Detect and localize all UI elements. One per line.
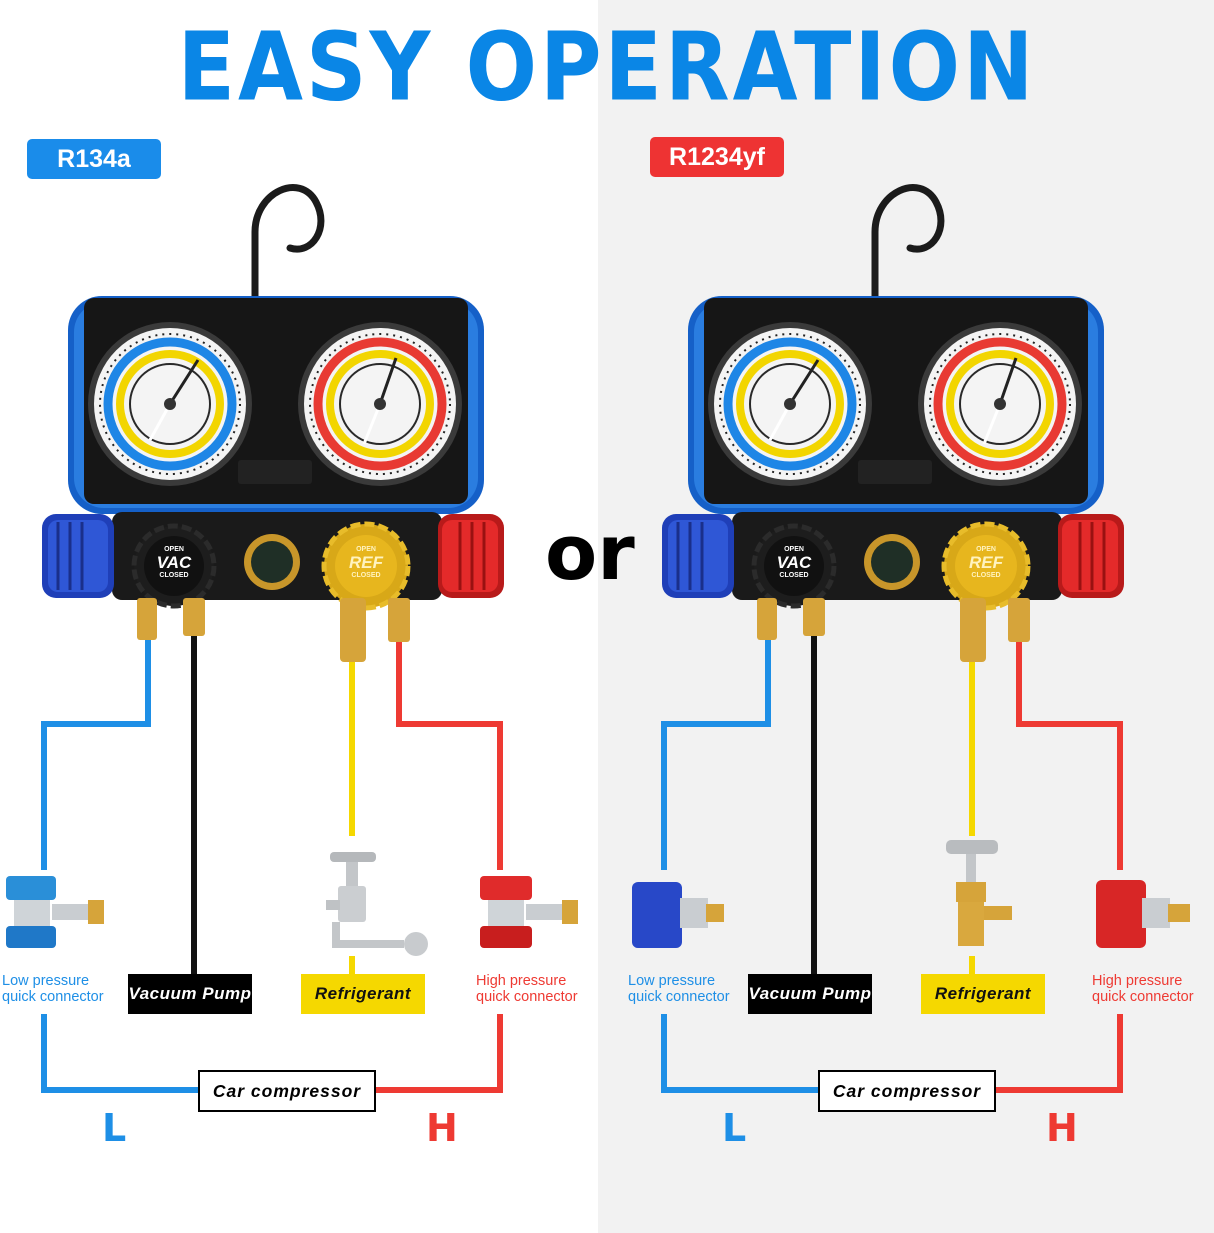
manifold-gauge-left (42, 188, 504, 1090)
vac-knob-right: OPEN VAC CLOSED (764, 546, 824, 579)
refrigerant-tag-left: R134a (27, 139, 161, 179)
refrigerant-valve-left-icon (326, 852, 428, 956)
label-line: High pressure (1092, 973, 1183, 989)
vac-closed-label: CLOSED (159, 572, 189, 579)
low-pressure-label-right: Low pressure quick connector (628, 973, 730, 1005)
label-line: quick connector (1092, 989, 1194, 1005)
high-pressure-connector-right-icon (1096, 880, 1190, 948)
high-side-label-right: H (1046, 1106, 1078, 1150)
label-line: Low pressure (628, 973, 716, 989)
manifold-gauge-right (662, 188, 1124, 1090)
page-title: EASY OPERATION (177, 12, 1037, 122)
or-connector-text: or (545, 508, 635, 597)
refrigerant-label-right: Refrigerant (921, 974, 1045, 1014)
vac-closed-label: CLOSED (779, 572, 809, 579)
ref-label: REF (349, 553, 383, 572)
car-compressor-label-left: Car compressor (198, 1070, 376, 1112)
ref-label: REF (969, 553, 1003, 572)
label-line: Low pressure (2, 973, 90, 989)
vacuum-pump-label-left: Vacuum Pump (128, 974, 252, 1014)
ref-closed-label: CLOSED (971, 572, 1001, 579)
refrigerant-label-left: Refrigerant (301, 974, 425, 1014)
vac-open-label: OPEN (164, 546, 184, 553)
ref-open-label: OPEN (356, 546, 376, 553)
vac-open-label: OPEN (784, 546, 804, 553)
high-pressure-label-left: High pressure quick connector (476, 973, 578, 1005)
right-panel-background (598, 0, 1214, 1233)
label-line: quick connector (628, 989, 730, 1005)
car-compressor-label-right: Car compressor (818, 1070, 996, 1112)
low-pressure-label-left: Low pressure quick connector (2, 973, 104, 1005)
ref-knob-right: OPEN REF CLOSED (956, 546, 1016, 579)
label-line: High pressure (476, 973, 567, 989)
ref-open-label: OPEN (976, 546, 996, 553)
ref-closed-label: CLOSED (351, 572, 381, 579)
vacuum-pump-label-right: Vacuum Pump (748, 974, 872, 1014)
refrigerant-tag-right: R1234yf (650, 137, 784, 177)
low-pressure-connector-left-icon (6, 876, 104, 948)
high-side-label-left: H (426, 1106, 458, 1150)
high-pressure-connector-left-icon (480, 876, 578, 948)
ref-knob-left: OPEN REF CLOSED (336, 546, 396, 579)
low-side-label-right: L (722, 1106, 747, 1150)
label-line: quick connector (476, 989, 578, 1005)
label-line: quick connector (2, 989, 104, 1005)
low-side-label-left: L (102, 1106, 127, 1150)
refrigerant-valve-right-icon (946, 840, 1012, 946)
vac-knob-left: OPEN VAC CLOSED (144, 546, 204, 579)
low-pressure-connector-right-icon (632, 882, 724, 948)
high-pressure-label-right: High pressure quick connector (1092, 973, 1194, 1005)
vac-label: VAC (156, 553, 192, 572)
vac-label: VAC (776, 553, 812, 572)
